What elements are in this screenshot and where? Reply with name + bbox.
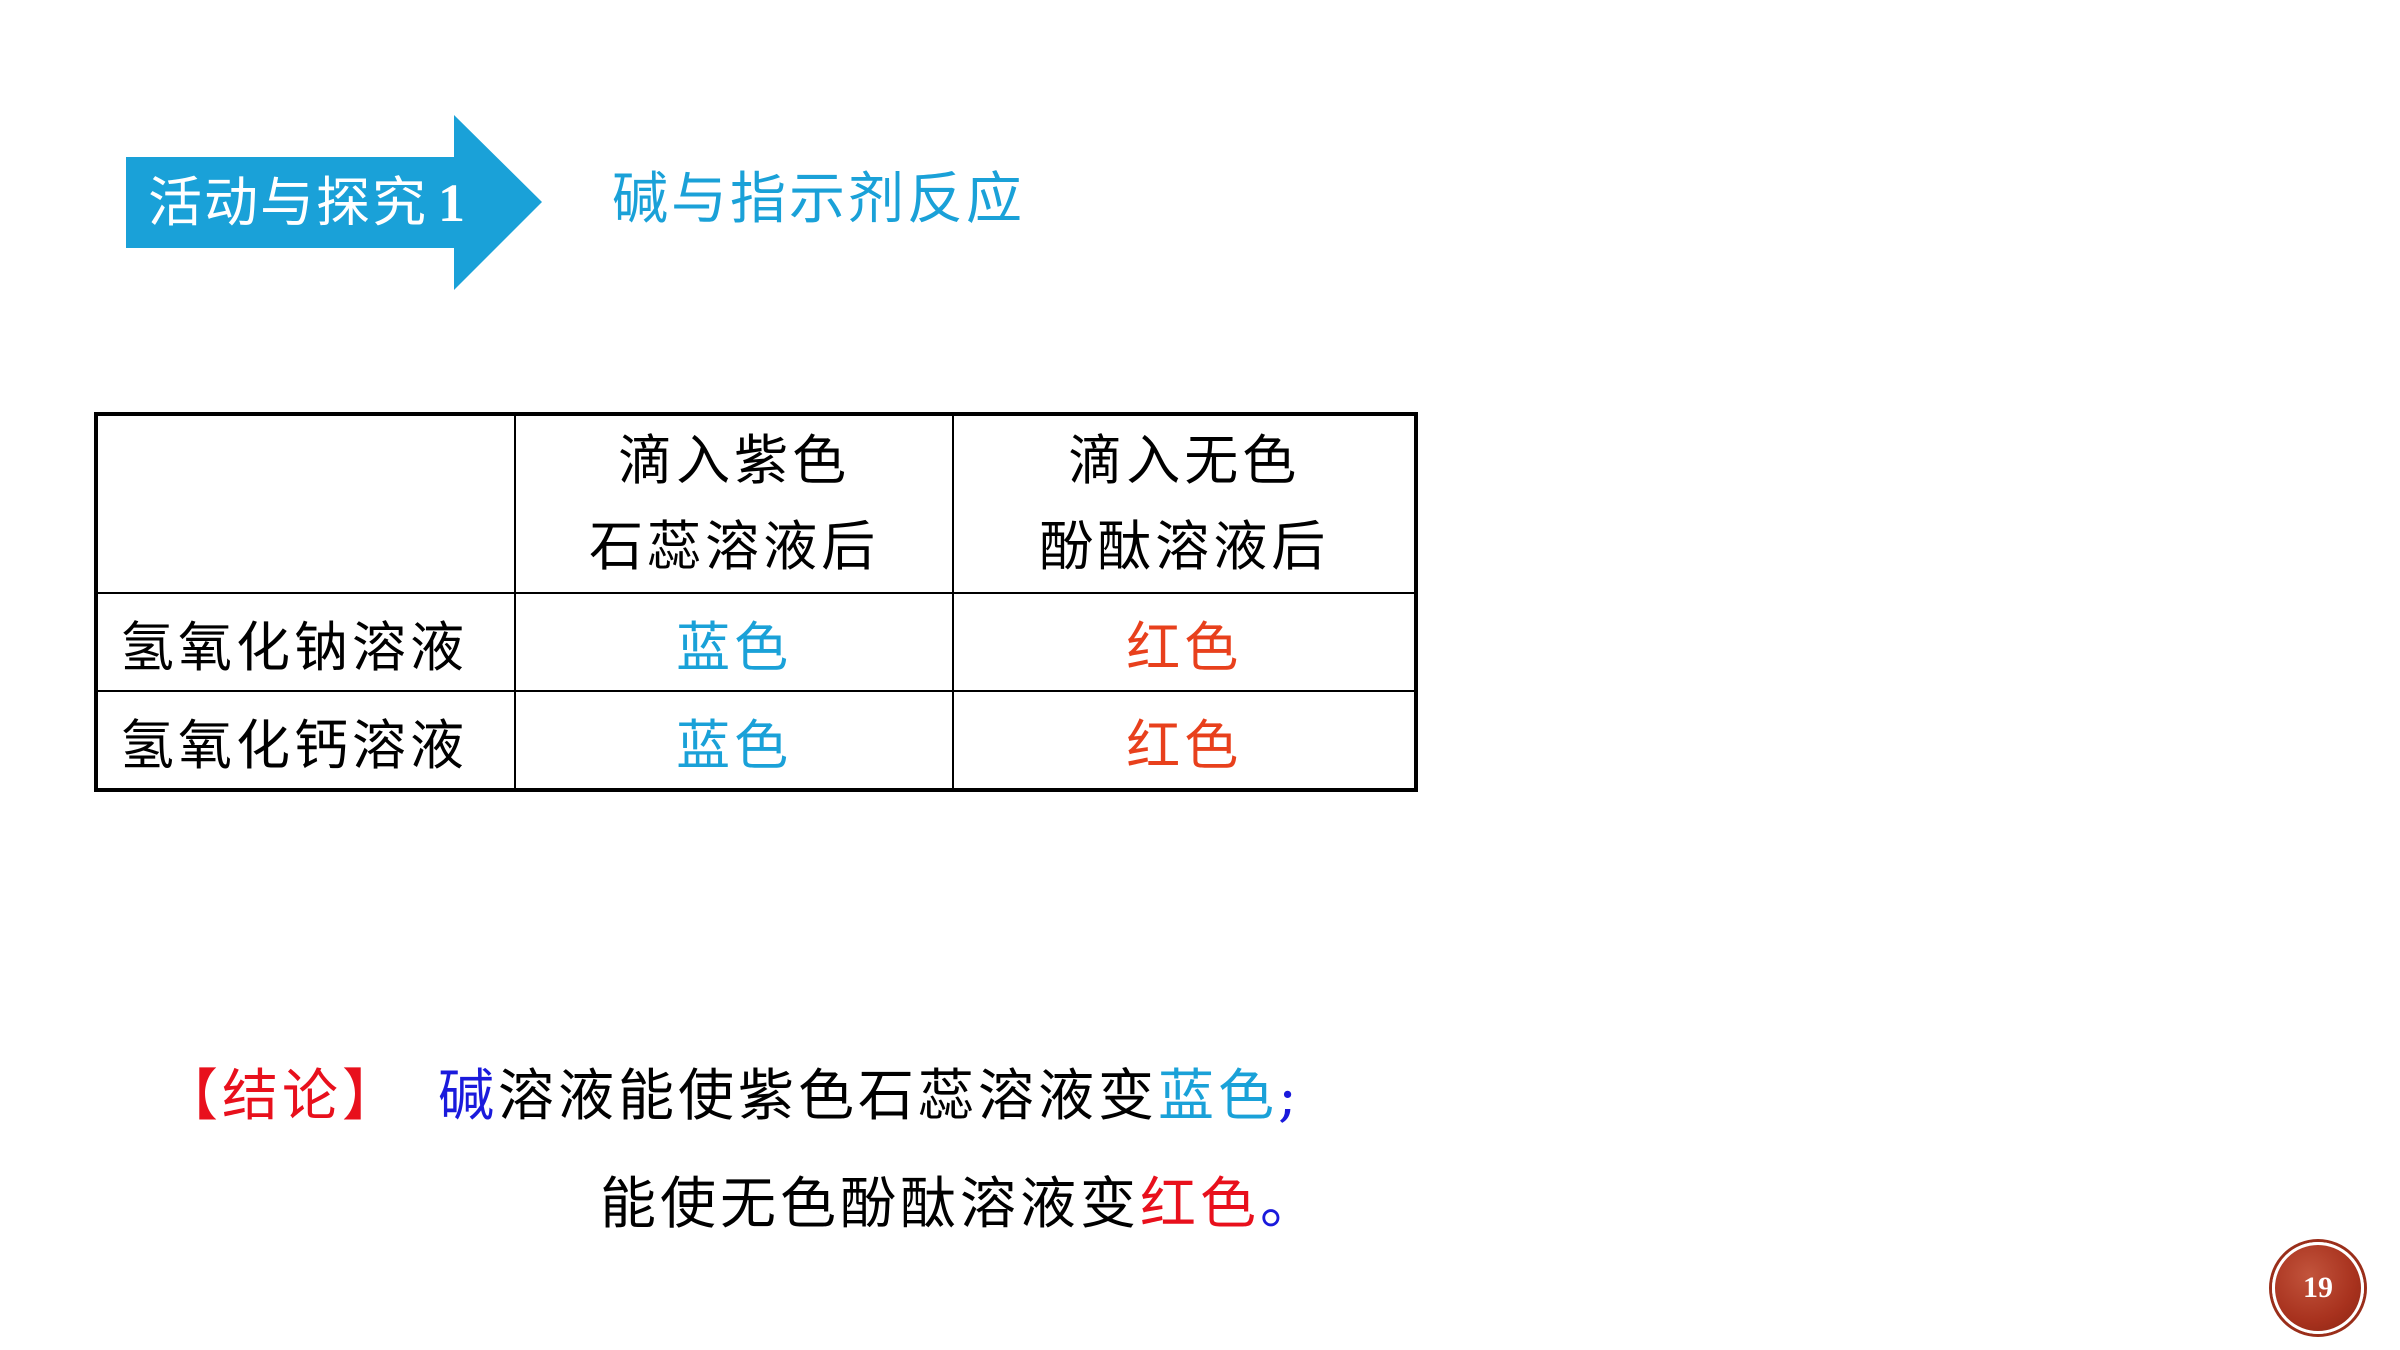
header-phenol-line1: 滴入无色 — [1068, 429, 1301, 492]
conclusion-text-2: 能使无色酚酞溶液变 — [600, 1172, 1140, 1237]
page-number: 19 — [2303, 1271, 2333, 1304]
table-row: 氢氧化钙溶液 蓝色 红色 — [95, 690, 1417, 791]
conclusion-punct-1: ; — [1278, 1064, 1301, 1129]
header-empty-cell — [95, 413, 516, 594]
cell-phenol-result: 红色 — [952, 690, 1417, 791]
results-table: 滴入紫色 石蕊溶液后 滴入无色 酚酞溶液后 氢氧化钠溶液 蓝色 红色 氢氧化钙溶… — [94, 412, 1418, 792]
page-number-badge: 19 — [2272, 1242, 2364, 1334]
conclusion-subject: 碱 — [438, 1064, 498, 1129]
banner-number: 1 — [438, 173, 467, 233]
banner-title: 活动与探究 — [148, 171, 428, 234]
row-substance-naoh: 氢氧化钠溶液 — [95, 592, 516, 692]
table-row: 氢氧化钠溶液 蓝色 红色 — [95, 592, 1417, 692]
cell-litmus-result: 蓝色 — [513, 592, 955, 692]
header-phenolphthalein: 滴入无色 酚酞溶液后 — [952, 413, 1417, 594]
row-substance-caoh2: 氢氧化钙溶液 — [95, 690, 516, 791]
table-header-row: 滴入紫色 石蕊溶液后 滴入无色 酚酞溶液后 — [95, 413, 1417, 594]
conclusion-punct-2: 。 — [1260, 1172, 1320, 1237]
conclusion-line-2: 能使无色酚酞溶液变红色。 — [600, 1165, 1320, 1245]
conclusion-result-blue: 蓝色 — [1158, 1064, 1278, 1129]
cell-litmus-result: 蓝色 — [513, 690, 955, 791]
topic-title: 碱与指示剂反应 — [612, 167, 1025, 232]
cell-phenol-result: 红色 — [952, 592, 1417, 692]
conclusion-text-1: 溶液能使紫色石蕊溶液变 — [498, 1064, 1158, 1129]
header-litmus-line1: 滴入紫色 — [618, 429, 851, 492]
conclusion-line-1: 【结论】碱溶液能使紫色石蕊溶液变蓝色; — [162, 1057, 1301, 1137]
header-litmus: 滴入紫色 石蕊溶液后 — [513, 413, 955, 594]
header-litmus-line2: 石蕊溶液后 — [589, 515, 880, 578]
conclusion-result-red: 红色 — [1140, 1172, 1260, 1237]
conclusion-tag: 【结论】 — [162, 1064, 402, 1129]
header-phenol-line2: 酚酞溶液后 — [1039, 515, 1330, 578]
arrow-shape — [126, 115, 542, 290]
